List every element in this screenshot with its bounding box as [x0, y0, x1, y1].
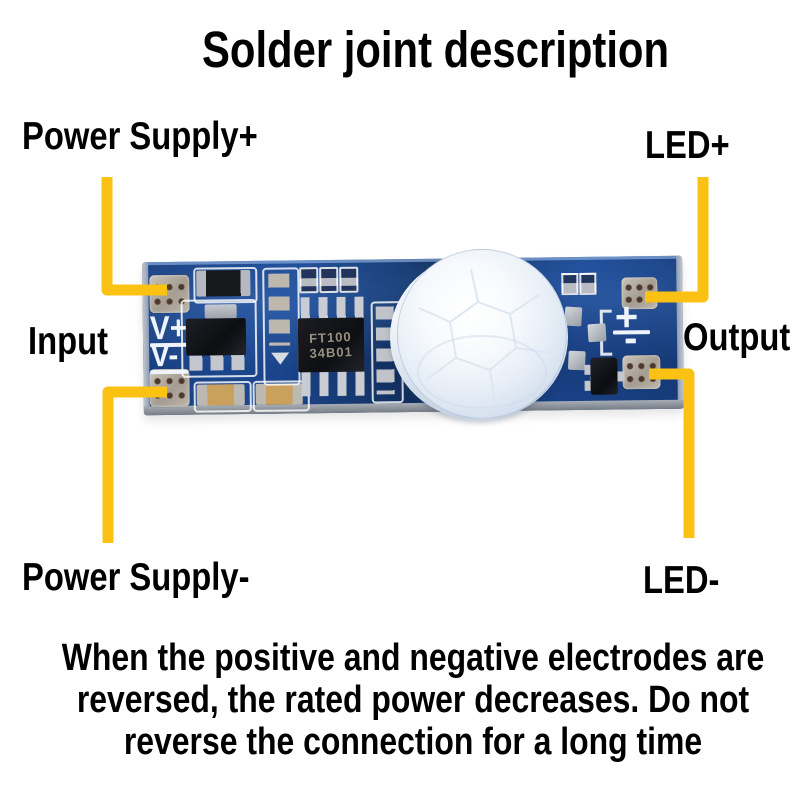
label-input: Input: [28, 320, 109, 363]
dome-facet-lines: [417, 268, 552, 409]
dome-facet-line-4: [426, 357, 457, 380]
label-power-supply-minus: Power Supply-: [22, 556, 250, 599]
annotation-line-led-minus: [649, 368, 695, 538]
label-power-supply-plus: Power Supply+: [22, 115, 258, 158]
dome-facet-line-5: [418, 307, 451, 323]
warning-line-3: reverse the connection for a long time: [123, 721, 703, 763]
label-led-plus: LED+: [645, 124, 730, 167]
label-output: Output: [683, 316, 791, 359]
annotation-line-power-supply-minus: [102, 386, 167, 543]
dome-facet-line-1: [509, 294, 540, 315]
warning-line-2: reversed, the rated power decreases. Do …: [76, 679, 750, 721]
warning-line-1: When the positive and negative electrode…: [61, 637, 765, 679]
page-title: Solder joint description: [202, 21, 670, 78]
annotation-line-power-supply-plus: [101, 177, 167, 296]
dome-base-rim: [417, 335, 547, 409]
pir-sensor-dome: [397, 249, 567, 419]
label-led-minus: LED-: [643, 559, 720, 602]
annotation-line-led-plus: [645, 177, 709, 303]
warning-text: When the positive and negative electrode…: [62, 637, 764, 763]
dome-facet-line-3: [489, 369, 496, 404]
dome-facet-line-6: [470, 268, 479, 303]
